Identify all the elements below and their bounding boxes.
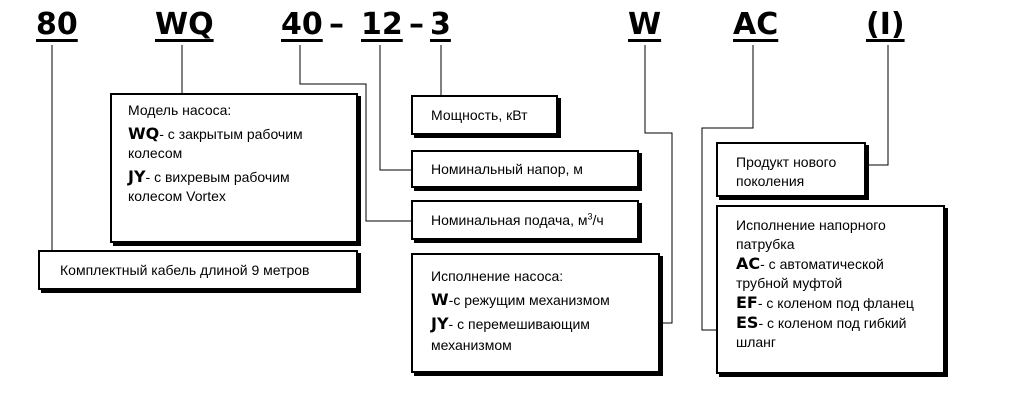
code-dash-1: – (329, 7, 344, 42)
model-box: Модель насоса: WQ- с закрытым рабочим ко… (110, 93, 358, 243)
code-model: WQ (155, 7, 214, 42)
pump-exec-jy-code: JY (431, 314, 449, 333)
new-gen-line-1: Продукт нового (736, 154, 837, 170)
code-head: 12 (361, 7, 403, 42)
pump-exec-w-code: W (431, 290, 449, 309)
cable-box: Комплектный кабель длиной 9 метров (38, 250, 358, 290)
new-gen-box: Продукт нового поколения (716, 142, 866, 197)
outlet-es-text: - с коленом под гибкий (758, 315, 907, 331)
model-wq-text: - с закрытым рабочим (159, 126, 303, 142)
outlet-ef-code: EF (736, 293, 758, 312)
pump-exec-title: Исполнение насоса: (431, 268, 564, 284)
outlet-title-1: Исполнение напорного (736, 217, 886, 233)
code-power: 3 (430, 7, 451, 42)
outlet-title-2: патрубка (736, 236, 795, 252)
outlet-ac-code: AC (736, 254, 761, 273)
model-jy-code: JY (128, 167, 146, 186)
connector-i-new-gen (866, 45, 889, 166)
flow-tail: /ч (592, 211, 604, 228)
code-diameter: 80 (36, 7, 78, 42)
outlet-ac-text: - с автоматической (760, 256, 884, 272)
pump-exec-jy-text: - с перемешивающим (448, 316, 590, 332)
connector-12-head (379, 45, 411, 171)
code-dash-2: – (409, 7, 424, 42)
outlet-es-code: ES (736, 313, 759, 332)
model-wq-text-2: колесом (128, 145, 183, 161)
power-text: Мощность, кВт (431, 106, 528, 123)
connector-40-flow (299, 45, 411, 222)
outlet-ef-text: - с коленом под фланец (757, 295, 914, 311)
model-title: Модель насоса: (128, 102, 232, 118)
connector-ac-outlet (701, 45, 754, 331)
connector-w-pump-exec (644, 45, 673, 324)
outlet-box: Исполнение напорного патрубка AC- с авто… (716, 205, 945, 374)
flow-text: Номинальная подача, м (431, 211, 588, 228)
model-jy-text-2: колесом Vortex (128, 188, 226, 204)
code-pump-exec: W (628, 7, 662, 42)
flow-box: Номинальная подача, м3/ч (411, 200, 639, 240)
model-jy-text: - с вихревым рабочим (145, 169, 290, 185)
head-box: Номинальный напор, м (411, 150, 639, 188)
pump-exec-box: Исполнение насоса: W-с режущим механизмо… (411, 253, 660, 373)
outlet-ac-text-2: трубной муфтой (736, 275, 843, 291)
code-outlet: AC (733, 7, 779, 42)
code-flow: 40 (281, 7, 323, 42)
outlet-es-text-2: шланг (736, 334, 777, 350)
new-gen-line-2: поколения (736, 173, 805, 189)
code-generation: (I) (866, 7, 905, 42)
cable-text: Комплектный кабель длиной 9 метров (60, 261, 310, 278)
power-box: Мощность, кВт (411, 95, 558, 135)
flow-text-wrap: Номинальная подача, м3/ч (431, 211, 604, 230)
pump-exec-w-text: -с режущим механизмом (448, 292, 610, 308)
head-text: Номинальный напор, м (431, 160, 583, 177)
model-wq-code: WQ (128, 124, 160, 143)
flow-sup: 3 (587, 210, 593, 221)
pump-exec-jy-text-2: механизмом (431, 337, 512, 353)
